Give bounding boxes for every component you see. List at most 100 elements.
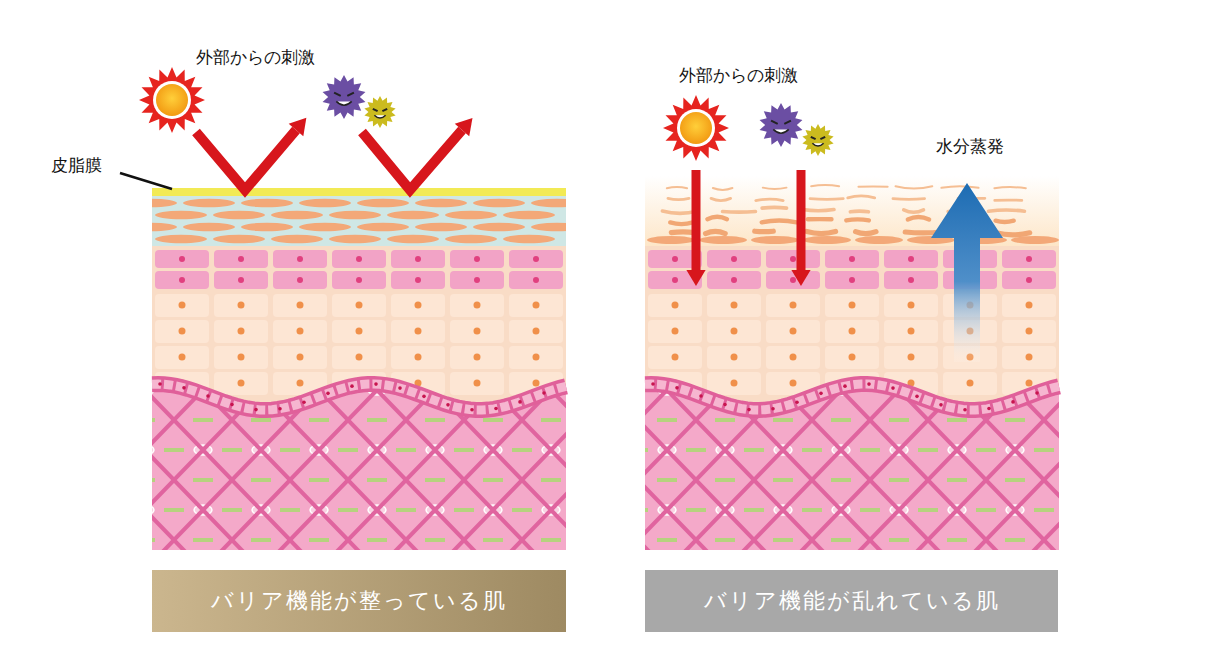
illustration-part: [884, 320, 938, 343]
illustration-part: [336, 101, 351, 105]
illustration-part: [931, 183, 1003, 362]
illustration-part: [391, 250, 445, 268]
illustration-part: [297, 277, 303, 283]
illustration-part: [155, 320, 209, 343]
illustration-part: [884, 250, 938, 268]
illustration-part: [751, 236, 799, 244]
illustration-part: [1002, 250, 1056, 268]
illustration-part: [271, 235, 323, 243]
illustration-part: [686, 270, 705, 286]
illustration-part: [1002, 346, 1056, 369]
illustration-part: [846, 219, 869, 220]
illustration-part: [273, 320, 327, 343]
illustration-part: [766, 294, 820, 317]
illustration-part: [415, 328, 422, 335]
illustration-part: [1026, 256, 1032, 262]
caption-band: バリア機能が整っている肌: [152, 570, 566, 632]
illustration-part: [357, 223, 409, 231]
illustration-part: [196, 130, 296, 190]
illustration-part: [810, 197, 843, 201]
illustration-part: [238, 302, 245, 309]
illustration-part: [647, 236, 695, 244]
illustration-part: [533, 302, 540, 309]
illustration-part: [299, 199, 351, 207]
illustration-part: [802, 124, 833, 156]
illustration-part: [297, 256, 303, 262]
illustration-part: [1002, 320, 1056, 343]
illustration-part: [474, 354, 481, 361]
illustration-part: [790, 302, 797, 309]
illustration-part: [254, 408, 258, 412]
illustration-part: [858, 186, 887, 188]
illustration-part: [179, 302, 186, 309]
illustration-part: [158, 382, 162, 386]
illustration-part: [450, 271, 504, 289]
illustration-part: [214, 294, 268, 317]
illustration-part: [450, 346, 504, 369]
illustration-part: [273, 271, 327, 289]
illustration-part: [707, 346, 761, 369]
illustration-part: [856, 232, 876, 234]
illustration-part: [415, 277, 421, 283]
illustration-part: [238, 328, 245, 335]
illustration-part: [152, 384, 566, 410]
illustration-part: [908, 328, 915, 335]
illustration-part: [663, 95, 729, 161]
illustration-part: [731, 302, 738, 309]
illustration-part: [387, 235, 439, 243]
illustration-part: [812, 143, 823, 146]
illustration-part: [1026, 380, 1033, 387]
illustration-part: [474, 302, 481, 309]
illustration-part: [884, 294, 938, 317]
illustration-part: [474, 328, 481, 335]
illustration-part: [518, 400, 522, 404]
illustration-part: [139, 67, 205, 133]
illustration-part: [155, 271, 209, 289]
illustration-part: [915, 395, 919, 399]
illustration-part: [533, 354, 540, 361]
illustration-part: [671, 229, 694, 235]
illustration-part: [329, 211, 381, 219]
illustration-part: [422, 395, 426, 399]
illustration-part: [323, 75, 366, 119]
illustration-part: [795, 400, 799, 404]
illustration-part: [391, 346, 445, 369]
illustration-part: [183, 223, 235, 231]
illustration-part: [415, 302, 422, 309]
illustration-part: [996, 221, 1014, 222]
illustration-part: [374, 382, 378, 386]
illustration-part: [356, 256, 362, 262]
illustration-part: [771, 121, 791, 124]
illustration-part: [332, 271, 386, 289]
illustration-part: [645, 176, 1059, 550]
illustration-part: [206, 394, 210, 398]
illustration-part: [699, 236, 747, 244]
illustration-part: [645, 384, 1059, 410]
illustration-part: [908, 217, 929, 219]
illustration-part: [474, 380, 481, 387]
illustration-part: [762, 206, 786, 210]
illustration-part: [214, 346, 268, 369]
illustration-part: [755, 229, 774, 235]
illustration-part: [470, 408, 474, 412]
illustration-part: [692, 170, 701, 270]
illustration-part: [332, 250, 386, 268]
illustration-part: [503, 211, 555, 219]
illustration-part: [996, 233, 1030, 235]
illustration-part: [680, 112, 712, 144]
illustration-part: [391, 320, 445, 343]
illustration-part: [356, 328, 363, 335]
annotation-label: 水分蒸発: [936, 135, 1004, 158]
illustration-part: [893, 197, 925, 201]
illustration-part: [332, 294, 386, 317]
illustration-part: [238, 380, 245, 387]
illustration-part: [273, 346, 327, 369]
illustration-part: [356, 277, 362, 283]
illustration-part: [373, 109, 387, 111]
illustration-part: [179, 354, 186, 361]
illustration-part: [672, 277, 678, 283]
illustration-part: [542, 391, 546, 395]
illustration-part: [707, 372, 761, 395]
illustration-part: [182, 386, 186, 390]
illustration-part: [811, 137, 825, 139]
